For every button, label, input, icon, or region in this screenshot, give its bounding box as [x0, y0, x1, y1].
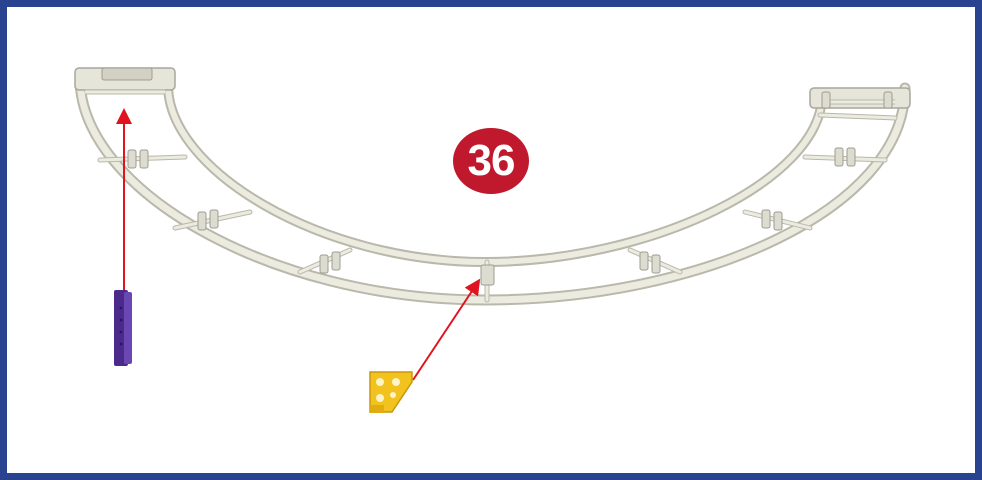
left-end-block — [75, 68, 175, 92]
yellow-connector-icon — [370, 372, 412, 413]
purple-connector-icon — [114, 290, 132, 366]
step-number-badge: 36 — [453, 128, 529, 194]
right-end-block — [810, 88, 910, 108]
